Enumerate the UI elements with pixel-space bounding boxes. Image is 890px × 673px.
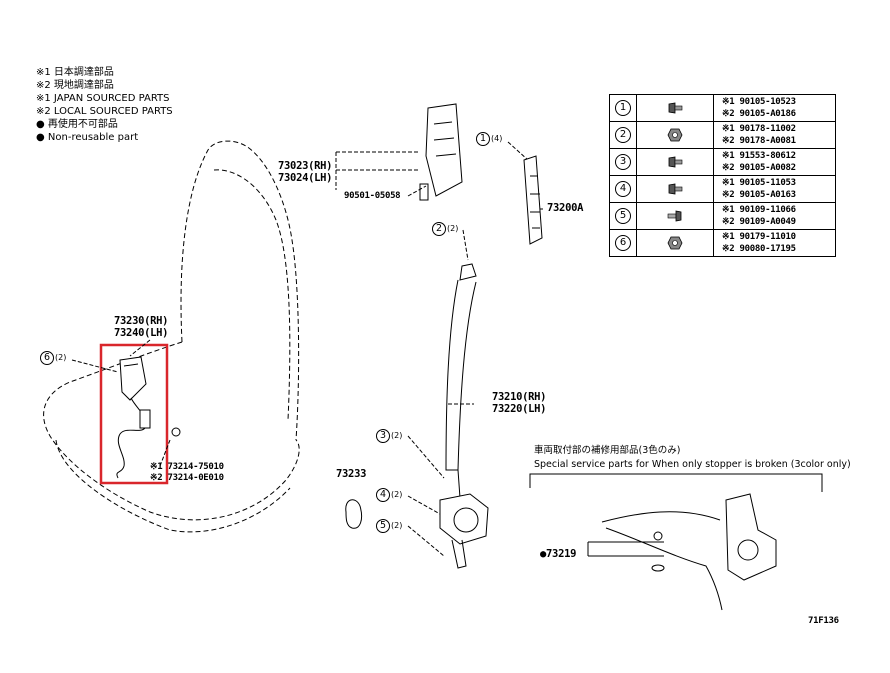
seat-outline <box>43 140 300 533</box>
part-number-local: ※2 90105-A0163 <box>722 190 796 200</box>
special-service-box <box>529 473 823 492</box>
callout-1-number: 1 <box>476 132 490 146</box>
callout-4: 4(2) <box>376 488 402 502</box>
parts-row-number: 5 <box>609 202 637 230</box>
nut-icon <box>667 236 683 250</box>
parts-row-icon <box>636 94 714 122</box>
buckle-assembly <box>116 356 181 479</box>
parts-table-row: 5 ※1 90109-11066 ※2 90109-A0049 <box>609 202 836 230</box>
callout-2-qty: (2) <box>447 224 459 233</box>
leader-lines <box>71 141 545 557</box>
parts-row-numbers: ※1 90109-11066 ※2 90109-A0049 <box>713 202 836 230</box>
outer-belt <box>439 263 489 569</box>
parts-table-row: 4 ※1 90105-11053 ※2 90105-A0163 <box>609 175 836 203</box>
label-73240: 73240(LH) <box>114 327 169 339</box>
parts-table-row: 1 ※1 90105-10523 ※2 90105-A0186 <box>609 94 836 122</box>
cover-73233 <box>345 499 363 529</box>
callout-5: 5(2) <box>376 519 402 533</box>
label-73024: 73024(LH) <box>278 172 333 184</box>
row-number-circle: 5 <box>615 208 631 224</box>
row-number-circle: 4 <box>615 181 631 197</box>
parts-table-row: 2 ※1 90178-11002 ※2 90178-A0081 <box>609 121 836 149</box>
parts-row-numbers: ※1 90105-11053 ※2 90105-A0163 <box>713 175 836 203</box>
row-number-circle: 1 <box>615 100 631 116</box>
note-jp-2: ※2 現地調達部品 <box>36 80 114 91</box>
row-number-circle: 2 <box>615 127 631 143</box>
parts-row-numbers: ※1 90105-10523 ※2 90105-A0186 <box>713 94 836 122</box>
shoulder-adjuster <box>419 103 463 201</box>
parts-table-row: 3 ※1 91553-80612 ※2 90105-A0082 <box>609 148 836 176</box>
parts-row-number: 1 <box>609 94 637 122</box>
part-number-local: ※2 90080-17195 <box>722 244 796 254</box>
label-73220: 73220(LH) <box>492 403 547 415</box>
callout-3-qty: (2) <box>391 431 403 440</box>
part-number-japan: ※1 90109-11066 <box>722 205 796 215</box>
special-parts-title-jp: 車両取付部の補修用部品(3色のみ) <box>534 445 681 456</box>
parts-row-numbers: ※1 91553-80612 ※2 90105-A0082 <box>713 148 836 176</box>
parts-row-number: 4 <box>609 175 637 203</box>
note-nonreusable-jp: ● 再使用不可部品 <box>36 119 118 130</box>
parts-row-numbers: ※1 90179-11010 ※2 90080-17195 <box>713 229 836 257</box>
parts-row-icon <box>636 148 714 176</box>
callout-5-qty: (2) <box>391 521 403 530</box>
part-number-local: ※2 90105-A0186 <box>722 109 796 119</box>
part-number-japan: ※1 90105-10523 <box>722 97 796 107</box>
callout-3-number: 3 <box>376 429 390 443</box>
flange-bolt-icon <box>667 156 683 168</box>
figure-code: 71F136 <box>808 616 839 626</box>
label-73230: 73230(RH) <box>114 315 169 327</box>
callout-6-number: 6 <box>40 351 54 365</box>
callout-4-qty: (2) <box>391 490 403 499</box>
callout-1: 1(4) <box>476 132 502 146</box>
label-73214-1: ※1 73214-75010 <box>150 462 224 472</box>
label-90501: 90501-05058 <box>344 191 401 201</box>
callout-2-number: 2 <box>432 222 446 236</box>
parts-table-row: 6 ※1 90179-11010 ※2 90080-17195 <box>609 229 836 257</box>
note-nonreusable-en: ● Non-reusable part <box>36 132 139 143</box>
part-number-japan: ※1 90178-11002 <box>722 124 796 134</box>
parts-row-icon <box>636 121 714 149</box>
callout-3: 3(2) <box>376 429 402 443</box>
parts-row-number: 2 <box>609 121 637 149</box>
label-73210: 73210(RH) <box>492 391 547 403</box>
callout-1-qty: (4) <box>491 134 503 143</box>
parts-row-icon <box>636 229 714 257</box>
callout-2: 2(2) <box>432 222 458 236</box>
row-number-circle: 6 <box>615 235 631 251</box>
stopper-drawing <box>587 493 777 611</box>
height-adjuster-rail <box>523 155 543 245</box>
row-number-circle: 3 <box>615 154 631 170</box>
flange-bolt-icon <box>667 102 683 114</box>
flange-bolt-icon <box>667 183 683 195</box>
label-73214-2: ※2 73214-0E010 <box>150 473 224 483</box>
parts-row-number: 6 <box>609 229 637 257</box>
label-73233: 73233 <box>336 468 367 480</box>
callout-6: 6(2) <box>40 351 66 365</box>
parts-row-icon <box>636 175 714 203</box>
nut-icon <box>667 128 683 142</box>
note-en-2: ※2 LOCAL SOURCED PARTS <box>36 106 173 117</box>
special-parts-title-en: Special service parts for When only stop… <box>534 459 851 470</box>
part-number-local: ※2 90178-A0081 <box>722 136 796 146</box>
highlight-box <box>99 343 169 485</box>
callout-6-qty: (2) <box>55 353 67 362</box>
parts-row-number: 3 <box>609 148 637 176</box>
callout-5-number: 5 <box>376 519 390 533</box>
label-73219: ●73219 <box>540 548 577 560</box>
fastener-parts-table: 1 ※1 90105-10523 ※2 90105-A0186 2 ※1 90178-1… <box>609 94 836 257</box>
stud-bolt-icon <box>667 210 683 222</box>
part-number-japan: ※1 90179-11010 <box>722 232 796 242</box>
callout-4-number: 4 <box>376 488 390 502</box>
note-en-1: ※1 JAPAN SOURCED PARTS <box>36 93 170 104</box>
label-73200a: 73200A <box>547 202 584 214</box>
parts-row-icon <box>636 202 714 230</box>
note-jp-1: ※1 日本調達部品 <box>36 67 114 78</box>
part-number-japan: ※1 91553-80612 <box>722 151 796 161</box>
label-73023: 73023(RH) <box>278 160 333 172</box>
part-number-local: ※2 90109-A0049 <box>722 217 796 227</box>
part-number-japan: ※1 90105-11053 <box>722 178 796 188</box>
part-number-local: ※2 90105-A0082 <box>722 163 796 173</box>
parts-row-numbers: ※1 90178-11002 ※2 90178-A0081 <box>713 121 836 149</box>
